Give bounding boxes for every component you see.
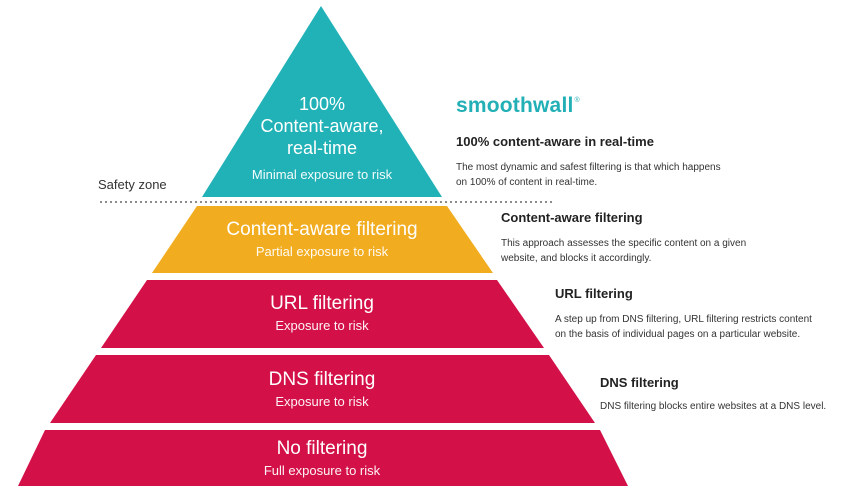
tier-subtitle: Exposure to risk bbox=[275, 394, 369, 409]
description-heading: 100% content-aware in real-time bbox=[456, 134, 654, 149]
tier-subtitle: Minimal exposure to risk bbox=[251, 167, 393, 182]
description-body: The most dynamic and safest filtering is… bbox=[456, 162, 721, 188]
safety-zone-label: Safety zone bbox=[98, 177, 167, 192]
description-content-aware: Content-aware filtering This approach as… bbox=[501, 210, 821, 266]
description-body: A step up from DNS filtering, URL filter… bbox=[555, 314, 812, 340]
tier-url-shape bbox=[101, 280, 544, 348]
description-body: DNS filtering blocks entire websites at … bbox=[600, 401, 827, 412]
tier-none-shape bbox=[18, 430, 628, 486]
description-heading: DNS filtering bbox=[600, 375, 679, 390]
tier-dns-label: DNS filtering Exposure to risk bbox=[172, 369, 472, 410]
description-content-aware-realtime: 100% content-aware in real-time The most… bbox=[456, 134, 786, 190]
tier-dns-shape bbox=[50, 355, 595, 423]
description-body: This approach assesses the specific cont… bbox=[501, 238, 747, 264]
brand-name: smoothwall bbox=[456, 94, 574, 117]
smoothwall-logo: smoothwall® bbox=[456, 94, 580, 118]
tier-top-label: 100% Content-aware, real-time Minimal ex… bbox=[222, 93, 422, 183]
tier-title: Content-aware filtering bbox=[226, 219, 418, 240]
tier-url-label: URL filtering Exposure to risk bbox=[172, 293, 472, 334]
registered-mark: ® bbox=[574, 97, 580, 104]
tier-title: URL filtering bbox=[270, 293, 374, 314]
tier-none-label: No filtering Full exposure to risk bbox=[172, 438, 472, 479]
description-dns: DNS filtering DNS filtering blocks entir… bbox=[600, 375, 855, 414]
tier-title: 100% Content-aware, real-time bbox=[260, 94, 384, 158]
tier-title: DNS filtering bbox=[268, 369, 376, 390]
tier-subtitle: Partial exposure to risk bbox=[255, 244, 389, 259]
description-heading: URL filtering bbox=[555, 286, 633, 301]
tier-subtitle: Full exposure to risk bbox=[263, 463, 381, 478]
tier-subtitle: Exposure to risk bbox=[275, 318, 369, 333]
tier-title: No filtering bbox=[276, 438, 368, 459]
tier-content-aware-shape bbox=[152, 206, 493, 273]
description-url: URL filtering A step up from DNS filteri… bbox=[555, 286, 855, 342]
description-heading: Content-aware filtering bbox=[501, 210, 643, 225]
tier-top-shape bbox=[202, 6, 442, 197]
tier-content-aware-label: Content-aware filtering Partial exposure… bbox=[172, 219, 472, 260]
